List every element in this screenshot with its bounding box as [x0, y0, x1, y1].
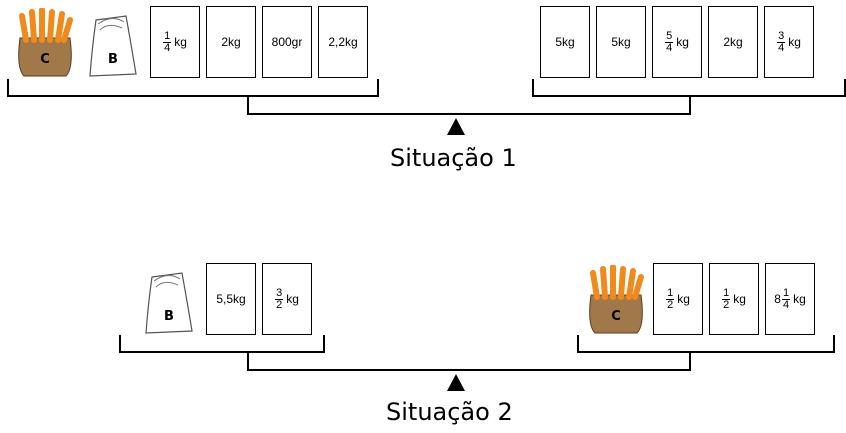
fraction: 1 4 — [781, 286, 791, 311]
fraction: 3 2 — [275, 286, 284, 311]
weight-card: 3 4 kg — [764, 6, 814, 78]
sack-letter-b: B — [108, 52, 118, 67]
white-sack-b: B — [138, 265, 200, 335]
weight-card: 2kg — [708, 6, 758, 78]
white-sack-b: B — [82, 8, 144, 78]
weight-card: 2,2kg — [318, 6, 368, 78]
weight-card: 1 2 kg — [709, 263, 759, 335]
balance-beam — [119, 335, 835, 391]
right-pan: C 1 2 kg 1 2 kg 8 1 4 kg — [585, 263, 815, 335]
weight-card: 1 4 kg — [150, 6, 200, 78]
sack-letter-b: B — [164, 309, 174, 324]
carrot-sack-c: C — [585, 265, 647, 335]
weight-card: 2kg — [206, 6, 256, 78]
fraction: 1 4 — [163, 29, 172, 54]
situation-1: C B 1 4 kg 2kg 800gr 2,2kg 5kg 5kg 5 4 — [0, 0, 846, 200]
fraction: 3 4 — [777, 29, 786, 54]
situation-label: Situação 2 — [386, 398, 513, 426]
balance-beam — [7, 79, 846, 135]
situation-label: Situação 1 — [390, 144, 517, 172]
situation-2: B 5,5kg 3 2 kg C 1 2 — [0, 217, 846, 433]
carrot-sack-c: C — [14, 8, 76, 78]
sack-letter-c: C — [40, 52, 50, 67]
left-pan: B 5,5kg 3 2 kg — [138, 263, 312, 335]
weight-card: 1 2 kg — [653, 263, 703, 335]
fraction: 1 2 — [666, 286, 675, 311]
weight-card: 800gr — [262, 6, 312, 78]
weight-card: 5kg — [596, 6, 646, 78]
fraction: 1 2 — [722, 286, 731, 311]
left-pan: C B 1 4 kg 2kg 800gr 2,2kg — [14, 6, 368, 78]
weight-card: 3 2 kg — [262, 263, 312, 335]
weight-card: 5 4 kg — [652, 6, 702, 78]
sack-letter-c: C — [611, 309, 621, 324]
weight-card: 5kg — [540, 6, 590, 78]
right-pan: 5kg 5kg 5 4 kg 2kg 3 4 kg — [540, 6, 814, 78]
fraction: 5 4 — [665, 29, 674, 54]
weight-card: 5,5kg — [206, 263, 256, 335]
weight-card: 8 1 4 kg — [765, 263, 815, 335]
